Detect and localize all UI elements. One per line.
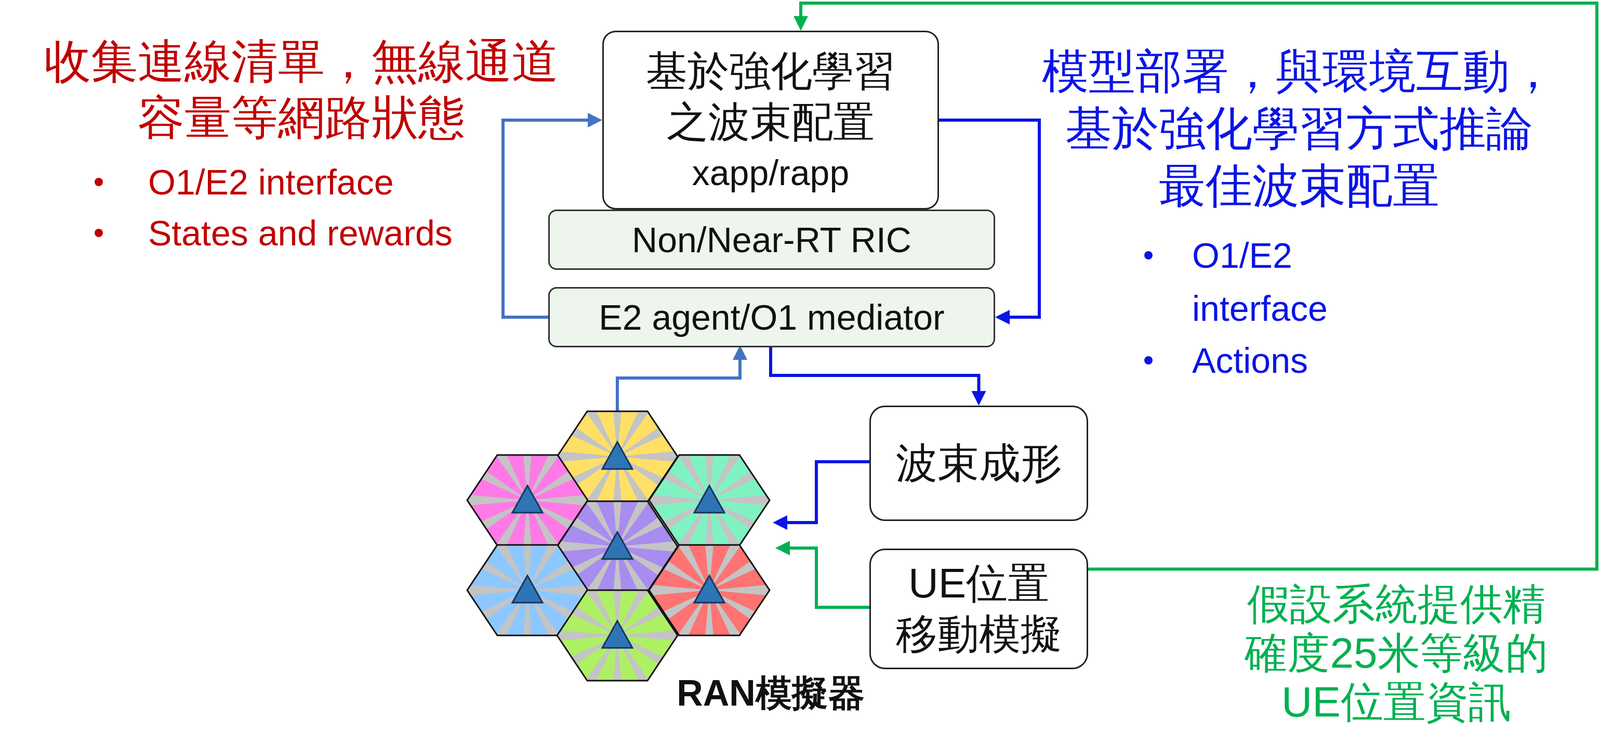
beam-ray [485, 523, 528, 590]
bullet-text: States and rewards [148, 215, 453, 251]
simulator-region: RAN模擬器 波束成形 UE位置 移動模擬 [428, 349, 1113, 725]
xapp-box: 基於強化學習 之波束配置xapp/rapp [602, 30, 940, 210]
base-station-symbol [512, 575, 543, 603]
ue-mobility-box: UE位置 移動模擬 [869, 548, 1089, 669]
ric-box: Non/Near-RT RIC [548, 209, 996, 270]
box-label: 波束成形 [895, 437, 1063, 489]
blue-heading: 模型部署，與環境互動， 基於強化學習方式推論 最佳波束配置 [1028, 42, 1570, 215]
arrow-head [587, 112, 603, 128]
base-station-symbol [694, 485, 725, 513]
bullet-text: Actions [1192, 333, 1308, 387]
box-title: 基於強化學習 之波束配置 [625, 45, 917, 148]
box-label: UE位置 移動模擬 [885, 557, 1073, 660]
base-station-symbol [602, 531, 633, 559]
beam-ray [575, 480, 618, 547]
base-station-symbol [602, 441, 633, 469]
agent-box: E2 agent/O1 mediator [548, 286, 996, 348]
red-heading: 收集連線清單，無線通道 容量等網路狀態 [31, 33, 572, 146]
beam-ray [667, 523, 710, 590]
region-title: RAN模擬器 [428, 670, 1113, 715]
bullet-text: O1/E2 interface [148, 164, 394, 200]
beam-ray [485, 433, 528, 500]
base-station-symbol [512, 485, 543, 513]
arrow-head [995, 309, 1010, 325]
beam-ray [575, 390, 618, 457]
cell-border [557, 589, 678, 681]
beamforming-box: 波束成形 [869, 405, 1089, 521]
green-note: 假設系統提供精 確度25米等級的 UE位置資訊 [1230, 579, 1563, 726]
bullet-dot [1144, 355, 1153, 365]
beam-rays [545, 562, 691, 708]
arrow-head [793, 16, 809, 31]
bullet-text: O1/E2 interface [1192, 228, 1380, 335]
beam-ray [575, 569, 618, 636]
box-subtitle: xapp/rapp [692, 150, 850, 195]
bullet-dot [94, 228, 103, 237]
bullet-dot [1144, 250, 1153, 260]
base-station-symbol [694, 575, 725, 603]
bullet-dot [94, 177, 103, 187]
box-label: Non/Near-RT RIC [631, 218, 912, 261]
base-station-symbol [602, 620, 633, 648]
beam-ray [667, 433, 710, 500]
box-label: E2 agent/O1 mediator [598, 296, 945, 338]
cell-group [455, 384, 783, 708]
